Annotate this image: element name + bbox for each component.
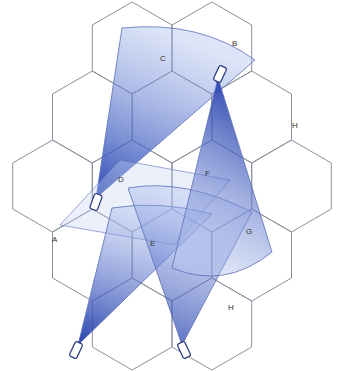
cell-letter: E [150, 240, 155, 248]
hex-cell [252, 140, 332, 232]
cell-letter: H [228, 304, 234, 312]
cell-letter: H [292, 122, 298, 130]
cell-letter: A [52, 236, 57, 244]
cell-letter: F [205, 170, 210, 178]
cell-letter: B [232, 40, 237, 48]
cell-letter: D [118, 176, 124, 184]
cell-letter: C [160, 55, 166, 63]
cell-letter: G [246, 228, 252, 236]
